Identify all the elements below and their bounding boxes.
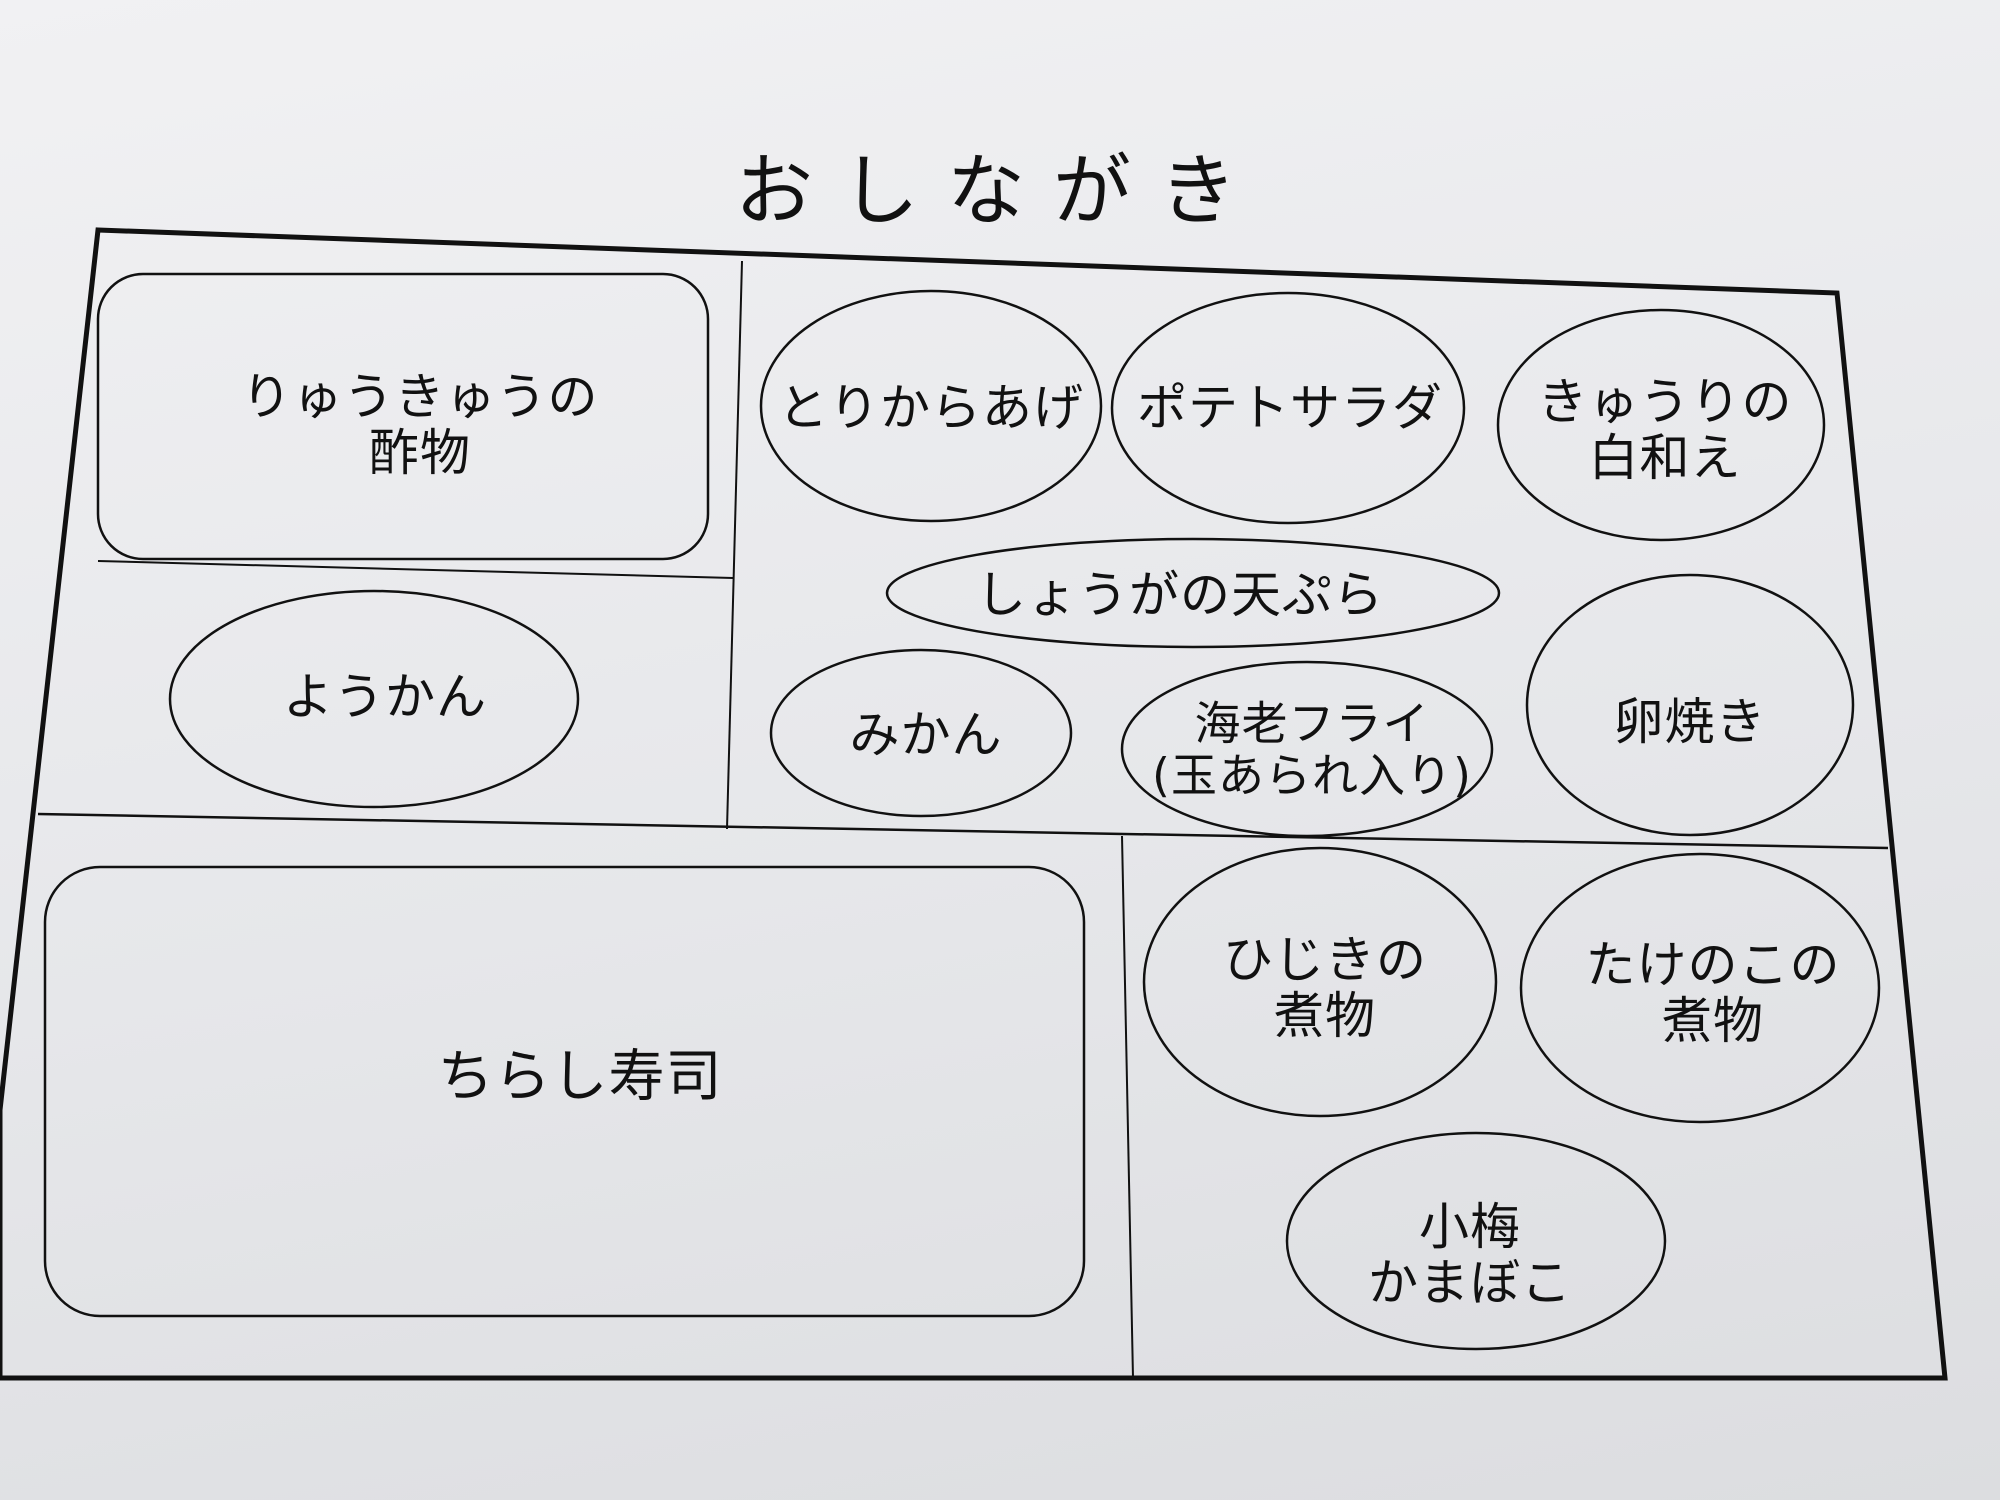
outer-border <box>0 227 1948 1381</box>
item-line: 煮物 <box>1662 992 1764 1050</box>
item-line: りゅうきゅうの <box>241 368 599 426</box>
item-line: ひじきの <box>1223 931 1427 989</box>
menu-item-koume: 小梅 かまぼこ <box>1368 1199 1572 1311</box>
item-line: 小梅 <box>1419 1198 1521 1256</box>
menu-item-hijiki: ひじきの 煮物 <box>1223 932 1427 1044</box>
page-title: おしながき <box>734 146 1266 237</box>
ebi-ellipse <box>1120 660 1494 838</box>
youkan-ellipse <box>168 589 580 809</box>
menu-item-karaage: とりからあげ <box>778 379 1084 437</box>
shouga-ellipse <box>885 537 1501 649</box>
item-line: たけのこの <box>1585 936 1841 994</box>
karaage-ellipse <box>759 289 1103 523</box>
item-line: きゅうりの <box>1537 373 1793 431</box>
item-line: 酢物 <box>369 424 471 482</box>
hijiki-ellipse <box>1142 846 1498 1118</box>
item-line: 白和え <box>1588 429 1742 487</box>
divider <box>97 560 734 579</box>
menu-item-ebi: 海老フライ (玉あられ入り) <box>1152 698 1472 801</box>
menu-item-mikan: みかん <box>849 706 1003 764</box>
ryukyu-box <box>96 272 710 561</box>
koume-ellipse <box>1285 1131 1667 1351</box>
item-line: 煮物 <box>1274 987 1376 1045</box>
potato-ellipse <box>1110 291 1466 525</box>
menu-item-ryukyu: りゅうきゅうの 酢物 <box>242 369 599 481</box>
menu-item-chirashi: ちらし寿司 <box>437 1044 723 1110</box>
mikan-ellipse <box>769 648 1073 818</box>
kyuuri-ellipse <box>1496 308 1826 542</box>
divider <box>1121 835 1134 1379</box>
item-line: 海老フライ <box>1194 696 1430 751</box>
item-line: (玉あられ入り) <box>1152 748 1472 802</box>
chirashi-box <box>43 865 1086 1318</box>
item-line: かまぼこ <box>1368 1254 1572 1312</box>
menu-item-tamago: 卵焼き <box>1613 693 1767 751</box>
menu-item-shouga: しょうがの天ぷら <box>976 566 1384 624</box>
divider <box>726 260 743 830</box>
tamago-ellipse <box>1525 573 1855 837</box>
menu-item-takenoko: たけのこの 煮物 <box>1586 937 1841 1049</box>
menu-item-youkan: ようかん <box>283 668 487 726</box>
divider <box>37 812 1889 850</box>
takenoko-ellipse <box>1519 852 1881 1124</box>
menu-item-potato: ポテトサラダ <box>1137 379 1443 437</box>
menu-item-kyuuri: きゅうりの 白和え <box>1538 374 1793 486</box>
